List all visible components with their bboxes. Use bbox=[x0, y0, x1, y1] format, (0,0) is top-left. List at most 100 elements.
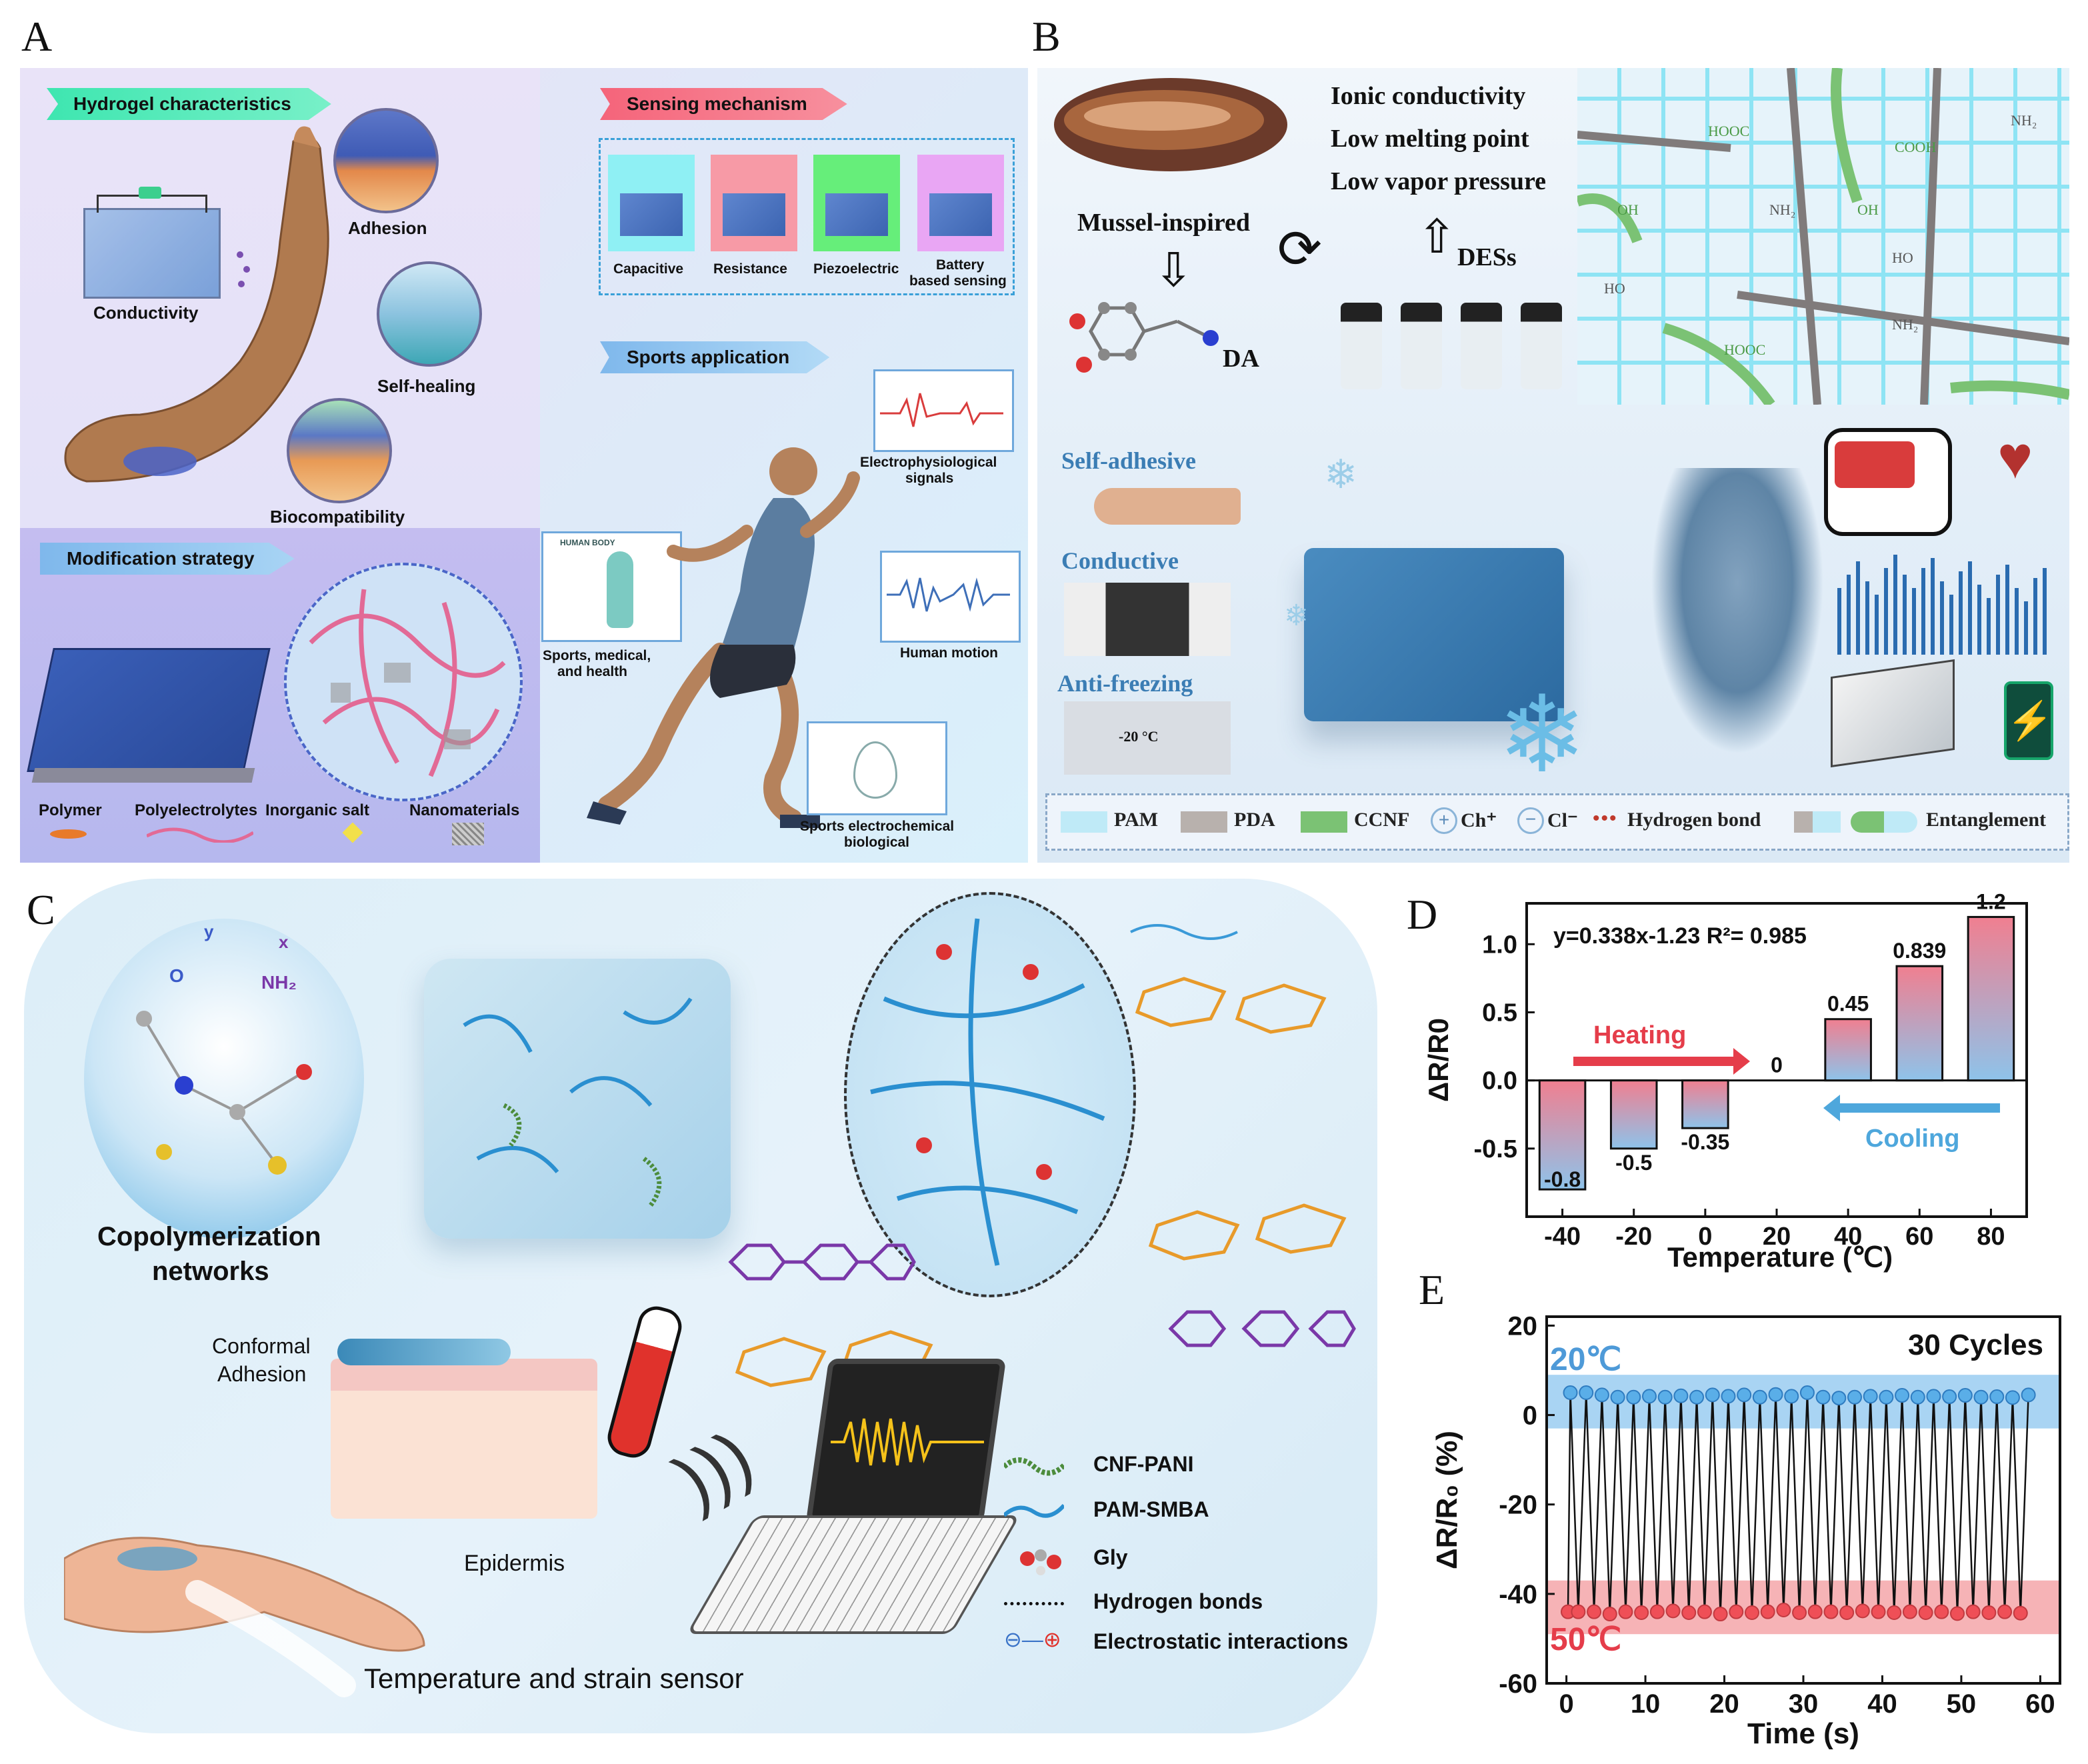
d-xtick-label: 60 bbox=[1905, 1223, 1933, 1251]
conformal-label: Conformal bbox=[212, 1334, 311, 1358]
adhesion-label: Adhesion bbox=[348, 218, 427, 238]
network-strands-b bbox=[1577, 68, 2069, 405]
e-point-20c bbox=[1799, 1385, 1815, 1401]
e-point-20c bbox=[1863, 1389, 1878, 1404]
d-bar bbox=[1824, 1018, 1872, 1082]
e-point-50c bbox=[1823, 1604, 1839, 1619]
pam-swatch bbox=[1061, 811, 1107, 833]
d-xtick-label: -40 bbox=[1544, 1223, 1581, 1251]
nanomaterials-swatch bbox=[452, 823, 484, 845]
modification-strategy-chip: Modification strategy bbox=[40, 543, 295, 575]
e-ytick-label: 0 bbox=[1523, 1401, 1537, 1431]
d-xtick-label: 40 bbox=[1834, 1223, 1862, 1251]
e-point-50c bbox=[1760, 1604, 1775, 1619]
e-point-50c bbox=[1713, 1607, 1728, 1622]
e-point-20c bbox=[1626, 1389, 1641, 1405]
droplet-icon bbox=[853, 741, 897, 799]
nh2-label-1: NH₂ bbox=[1769, 201, 1796, 218]
e-xlabel: Time (s) bbox=[1747, 1717, 1859, 1750]
d-cooling-label: Cooling bbox=[1865, 1125, 1959, 1153]
sports-medical-health-line1: Sports, medical, bbox=[543, 648, 651, 663]
e-point-20c bbox=[1737, 1387, 1752, 1403]
d-bar bbox=[1681, 1079, 1729, 1129]
d-bar-value-label: -0.5 bbox=[1615, 1151, 1652, 1175]
low-melting-label: Low melting point bbox=[1331, 125, 1529, 153]
battery-cube bbox=[929, 193, 992, 236]
cube-fibers bbox=[463, 997, 693, 1207]
e-point-50c bbox=[1776, 1603, 1791, 1617]
electrostatic-label: Electrostatic interactions bbox=[1093, 1629, 1349, 1653]
e-point-20c bbox=[1594, 1387, 1609, 1403]
panel-b-legend: PAM PDA CCNF + Ch⁺ − Cl⁻ ••• Hydrogen bo… bbox=[1045, 793, 2069, 851]
da-molecule bbox=[1069, 302, 1219, 373]
ecg-monitor-screen bbox=[1835, 441, 1915, 488]
ho-label-1: HO bbox=[1604, 280, 1625, 297]
arm-illustration bbox=[64, 126, 329, 483]
human-motion-label: Human motion bbox=[900, 645, 998, 661]
conductivity-label: Conductivity bbox=[93, 303, 199, 323]
sports-electrochemical-line1: Sports electrochemical bbox=[800, 819, 955, 834]
entanglement-swatch-1 bbox=[1794, 811, 1841, 833]
d-bar-value-label: 0.45 bbox=[1827, 992, 1869, 1016]
e-series-line bbox=[1567, 1392, 2029, 1615]
e-point-20c bbox=[1847, 1389, 1862, 1405]
e-point-20c bbox=[2021, 1387, 2036, 1403]
wireless-signal-icon: ))) bbox=[661, 1414, 767, 1523]
body-silhouette bbox=[607, 551, 633, 628]
e-point-20c bbox=[1784, 1389, 1799, 1404]
chem-o-label: O bbox=[169, 965, 184, 986]
e-point-50c bbox=[1729, 1604, 1744, 1619]
hydrogel-block-illustration bbox=[27, 648, 271, 772]
chem-nh2-label: NH₂ bbox=[261, 972, 297, 993]
e-point-50c bbox=[1950, 1606, 1965, 1621]
e-low-label: 50℃ bbox=[1550, 1622, 1621, 1657]
thermometer-icon bbox=[603, 1302, 686, 1462]
panel-a: Hydrogel characteristics Conductivity Ad… bbox=[20, 68, 1028, 863]
e-point-50c bbox=[1634, 1605, 1649, 1621]
e-cycles-label: 30 Cycles bbox=[1908, 1329, 2043, 1361]
d-bar-value-label: -0.35 bbox=[1681, 1130, 1729, 1154]
e-high-label: 20℃ bbox=[1550, 1342, 1621, 1377]
nh2-label-3: NH₂ bbox=[1892, 316, 1919, 333]
panel-letter-e: E bbox=[1419, 1266, 1445, 1313]
e-point-50c bbox=[1807, 1604, 1823, 1619]
inorganic-salt-label: Inorganic salt bbox=[265, 801, 370, 819]
pam-label: PAM bbox=[1114, 809, 1159, 831]
e-point-50c bbox=[1965, 1604, 1981, 1619]
sports-medical-health-line2: and health bbox=[557, 664, 628, 679]
pda-swatch bbox=[1181, 811, 1227, 833]
sensing-mechanism-chip: Sensing mechanism bbox=[600, 88, 847, 120]
e-point-50c bbox=[1745, 1605, 1759, 1621]
e-point-20c bbox=[1689, 1389, 1705, 1405]
e-point-20c bbox=[1657, 1389, 1673, 1405]
biocompatibility-circle bbox=[287, 398, 392, 503]
pani-chain-1 bbox=[728, 1243, 916, 1281]
e-point-50c bbox=[1792, 1605, 1807, 1621]
runner-illustration bbox=[587, 447, 860, 828]
anti-freezing-photo bbox=[1064, 701, 1231, 775]
d-xtick-label: 0 bbox=[1698, 1223, 1712, 1251]
ccnf-swatch bbox=[1301, 811, 1347, 833]
e-point-20c bbox=[1926, 1389, 1941, 1404]
hydrogel-cube bbox=[424, 959, 731, 1239]
conductive-label: Conductive bbox=[1061, 547, 1179, 574]
e-point-50c bbox=[1618, 1604, 1633, 1619]
panel-letter-c: C bbox=[27, 886, 55, 933]
epidermis-label: Epidermis bbox=[464, 1551, 565, 1576]
e-point-50c bbox=[1697, 1604, 1712, 1619]
piezoelectric-cube bbox=[825, 193, 888, 236]
heart-icon: ♥ bbox=[1997, 425, 2033, 491]
e-point-20c bbox=[1831, 1391, 1847, 1406]
d-heating-arrow bbox=[1573, 1048, 1750, 1075]
mussel-illustration bbox=[1054, 78, 1287, 171]
da-label: DA bbox=[1223, 345, 1259, 373]
d-xtick-label: -20 bbox=[1615, 1223, 1652, 1251]
hydrogen-bonds-label: Hydrogen bonds bbox=[1093, 1589, 1263, 1613]
sensing-mechanism-label: Sensing mechanism bbox=[627, 93, 807, 114]
d-ylabel: ΔR/R0 bbox=[1423, 1018, 1454, 1102]
motion-waveform bbox=[887, 577, 1010, 612]
e-point-20c bbox=[1973, 1389, 1989, 1405]
network-strands bbox=[309, 589, 506, 777]
network-zoom-panel bbox=[1577, 68, 2069, 405]
